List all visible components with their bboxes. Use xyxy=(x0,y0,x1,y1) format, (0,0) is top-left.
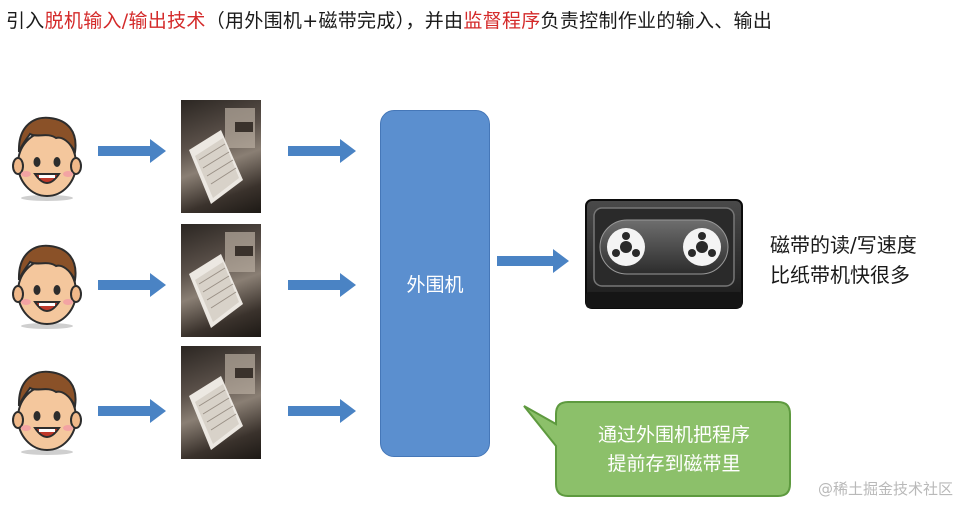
callout-line-2: 提前存到磁带里 xyxy=(607,453,741,475)
punch-card-reader-icon-1 xyxy=(181,100,261,213)
user-face-icon-2 xyxy=(12,244,82,329)
page-title: 引入脱机输入/输出技术（用外围机+磁带完成），并由监督程序负责控制作业的输入、输… xyxy=(6,6,772,33)
tape-speed-note-line-2: 比纸带机快很多 xyxy=(770,263,910,287)
tape-speed-note: 磁带的读/写速度 比纸带机快很多 xyxy=(770,230,917,290)
callout-text: 通过外围机把程序 提前存到磁带里 xyxy=(558,421,790,479)
arrow-peripheral-to-tape xyxy=(497,249,569,273)
user-face-icon-3 xyxy=(12,370,82,455)
title-highlight-supervisor: 监督程序 xyxy=(463,10,541,32)
user-face-icon-1 xyxy=(12,116,82,201)
arrow-user-to-reader-2 xyxy=(98,273,166,297)
title-prefix: 引入 xyxy=(6,10,45,32)
arrow-reader-to-peripheral-2 xyxy=(288,273,356,297)
peripheral-machine-label: 外围机 xyxy=(406,274,464,296)
arrow-user-to-reader-1 xyxy=(98,139,166,163)
magnetic-tape-icon xyxy=(585,199,743,309)
title-middle: （用外围机+磁带完成），并由 xyxy=(205,10,464,32)
callout-line-1: 通过外围机把程序 xyxy=(597,424,750,446)
peripheral-machine-box: 外围机 xyxy=(380,110,490,457)
callout-bubble xyxy=(523,401,791,497)
arrow-reader-to-peripheral-1 xyxy=(288,139,356,163)
arrow-reader-to-peripheral-3 xyxy=(288,399,356,423)
tape-speed-note-line-1: 磁带的读/写速度 xyxy=(770,233,917,257)
title-highlight-offline-io: 脱机输入/输出技术 xyxy=(44,10,206,32)
punch-card-reader-icon-2 xyxy=(181,224,261,337)
punch-card-reader-icon-3 xyxy=(181,346,261,459)
watermark: @稀土掘金技术社区 xyxy=(817,480,953,498)
title-suffix: 负责控制作业的输入、输出 xyxy=(540,10,773,32)
arrow-user-to-reader-3 xyxy=(98,399,166,423)
